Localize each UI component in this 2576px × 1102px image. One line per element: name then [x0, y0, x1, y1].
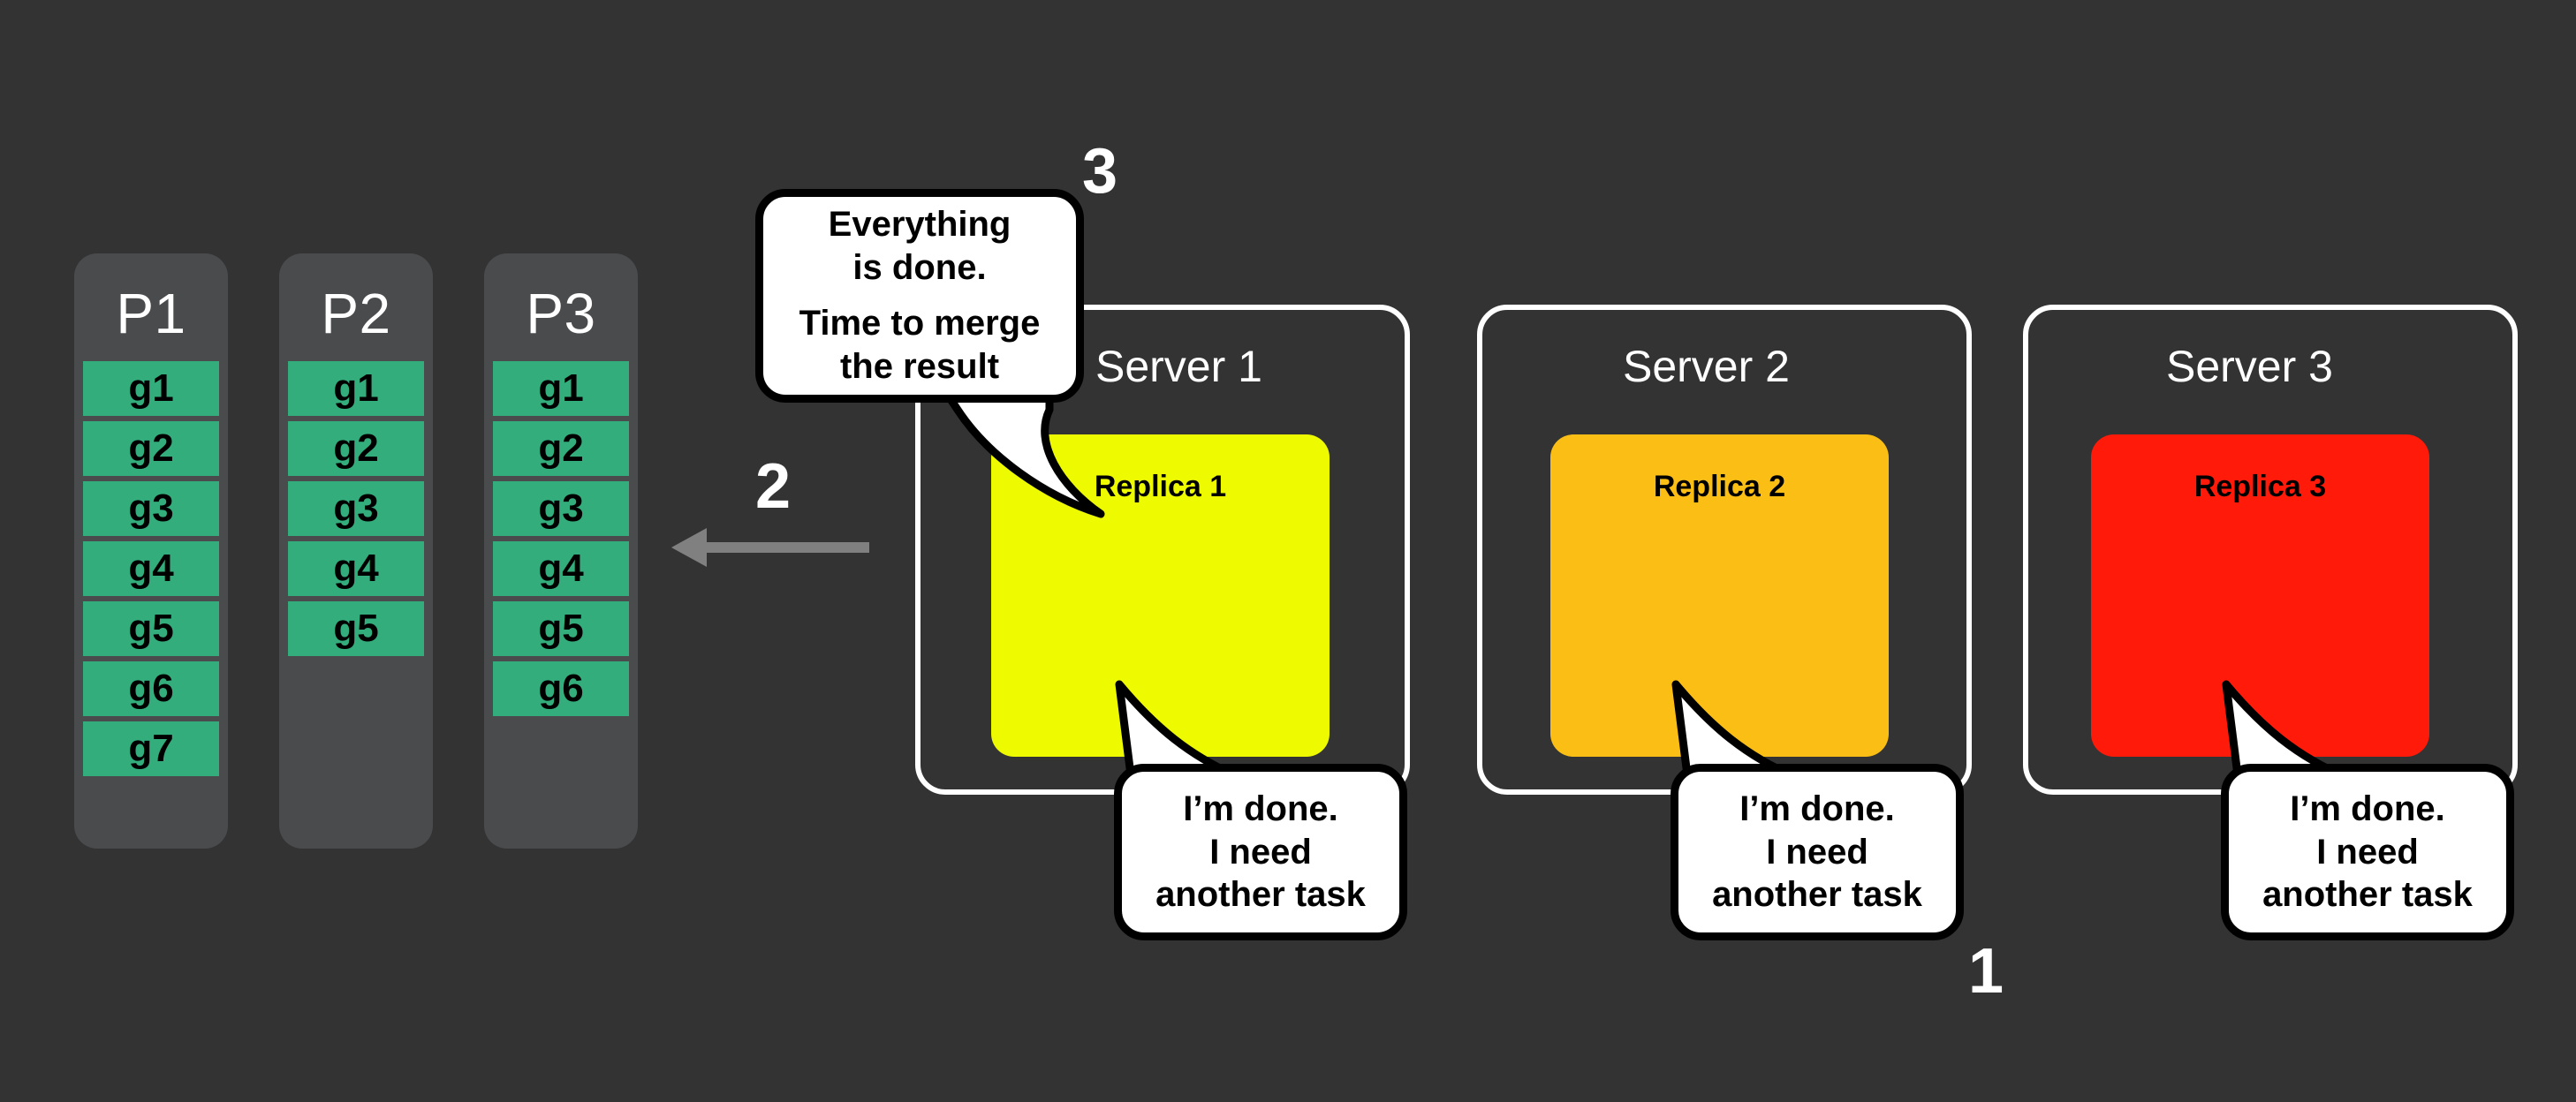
replica-label-1: Replica 1 — [1094, 470, 1227, 503]
speech-bubble-text: I’m done. I need another task — [2221, 764, 2514, 940]
chunk-item[interactable]: g5 — [493, 601, 629, 656]
partition-title: P2 — [321, 282, 391, 345]
speech-line-1: I’m done. — [1739, 789, 1895, 828]
server-title-1: Server 1 — [1095, 342, 1262, 391]
speech-bubble-done-3[interactable]: I’m done. I need another task — [2221, 764, 2514, 940]
chunk-item[interactable]: g1 — [493, 361, 629, 416]
speech-line-3: another task — [1155, 875, 1366, 915]
chunk-item[interactable]: g3 — [493, 481, 629, 536]
chunk-item[interactable]: g4 — [83, 541, 219, 596]
chunk-list: g1 g2 g3 g4 g5 g6 g7 — [74, 361, 228, 776]
speech-line-1: I’m done. — [1183, 789, 1338, 828]
replica-box-3[interactable]: Replica 3 — [2091, 434, 2429, 757]
speech-line-4: the result — [839, 346, 1000, 386]
partition-column-p3[interactable]: P3 g1 g2 g3 g4 g5 g6 — [484, 253, 638, 849]
speech-bubble-text: I’m done. I need another task — [1671, 764, 1964, 940]
speech-bubble-done-2[interactable]: I’m done. I need another task — [1671, 764, 1964, 940]
chunk-item[interactable]: g3 — [83, 481, 219, 536]
chunk-item[interactable]: g6 — [493, 661, 629, 716]
server-title-2: Server 2 — [1623, 342, 1790, 391]
speech-line-1: Everything — [828, 205, 1011, 245]
speech-line-3: Time to merge — [799, 304, 1041, 343]
replica-box-2[interactable]: Replica 2 — [1550, 434, 1889, 757]
chunk-item[interactable]: g5 — [83, 601, 219, 656]
partition-column-p2[interactable]: P2 g1 g2 g3 g4 g5 — [279, 253, 433, 849]
partition-title: P1 — [116, 282, 186, 345]
step-number-one: 1 — [1968, 936, 2004, 1007]
speech-bubble-text: I’m done. I need another task — [1114, 764, 1407, 940]
chunk-item[interactable]: g4 — [288, 541, 424, 596]
chunk-item[interactable]: g7 — [83, 721, 219, 776]
chunk-item[interactable]: g3 — [288, 481, 424, 536]
partition-column-p1[interactable]: P1 g1 g2 g3 g4 g5 g6 g7 — [74, 253, 228, 849]
chunk-item[interactable]: g2 — [83, 421, 219, 476]
replica-box-1[interactable]: Replica 1 — [991, 434, 1330, 757]
speech-bubble-merge[interactable]: Everything is done. Time to merge the re… — [755, 189, 1084, 403]
speech-line-2: is done. — [852, 248, 987, 288]
chunk-item[interactable]: g1 — [288, 361, 424, 416]
replica-label-2: Replica 2 — [1653, 470, 1786, 503]
chunk-item[interactable]: g6 — [83, 661, 219, 716]
merge-flow-arrow — [671, 528, 869, 567]
chunk-list: g1 g2 g3 g4 g5 — [279, 361, 433, 656]
speech-line-2: I need — [2316, 832, 2419, 872]
speech-line-3: another task — [2262, 875, 2473, 915]
replica-label-3: Replica 3 — [2193, 470, 2327, 503]
partition-title: P3 — [526, 282, 596, 345]
chunk-item[interactable]: g4 — [493, 541, 629, 596]
step-number-three: 3 — [1082, 136, 1118, 207]
step-number-two: 2 — [755, 451, 792, 522]
chunk-item[interactable]: g2 — [493, 421, 629, 476]
chunk-item[interactable]: g5 — [288, 601, 424, 656]
speech-line-3: another task — [1712, 875, 1922, 915]
chunk-list: g1 g2 g3 g4 g5 g6 — [484, 361, 638, 716]
chunk-item[interactable]: g2 — [288, 421, 424, 476]
speech-line-2: I need — [1209, 832, 1312, 872]
speech-line-1: I’m done. — [2290, 789, 2445, 828]
server-title-3: Server 3 — [2166, 342, 2333, 391]
speech-line-2: I need — [1766, 832, 1868, 872]
speech-bubble-text: Everything is done. Time to merge the re… — [755, 189, 1084, 403]
speech-bubble-done-1[interactable]: I’m done. I need another task — [1114, 764, 1407, 940]
chunk-item[interactable]: g1 — [83, 361, 219, 416]
